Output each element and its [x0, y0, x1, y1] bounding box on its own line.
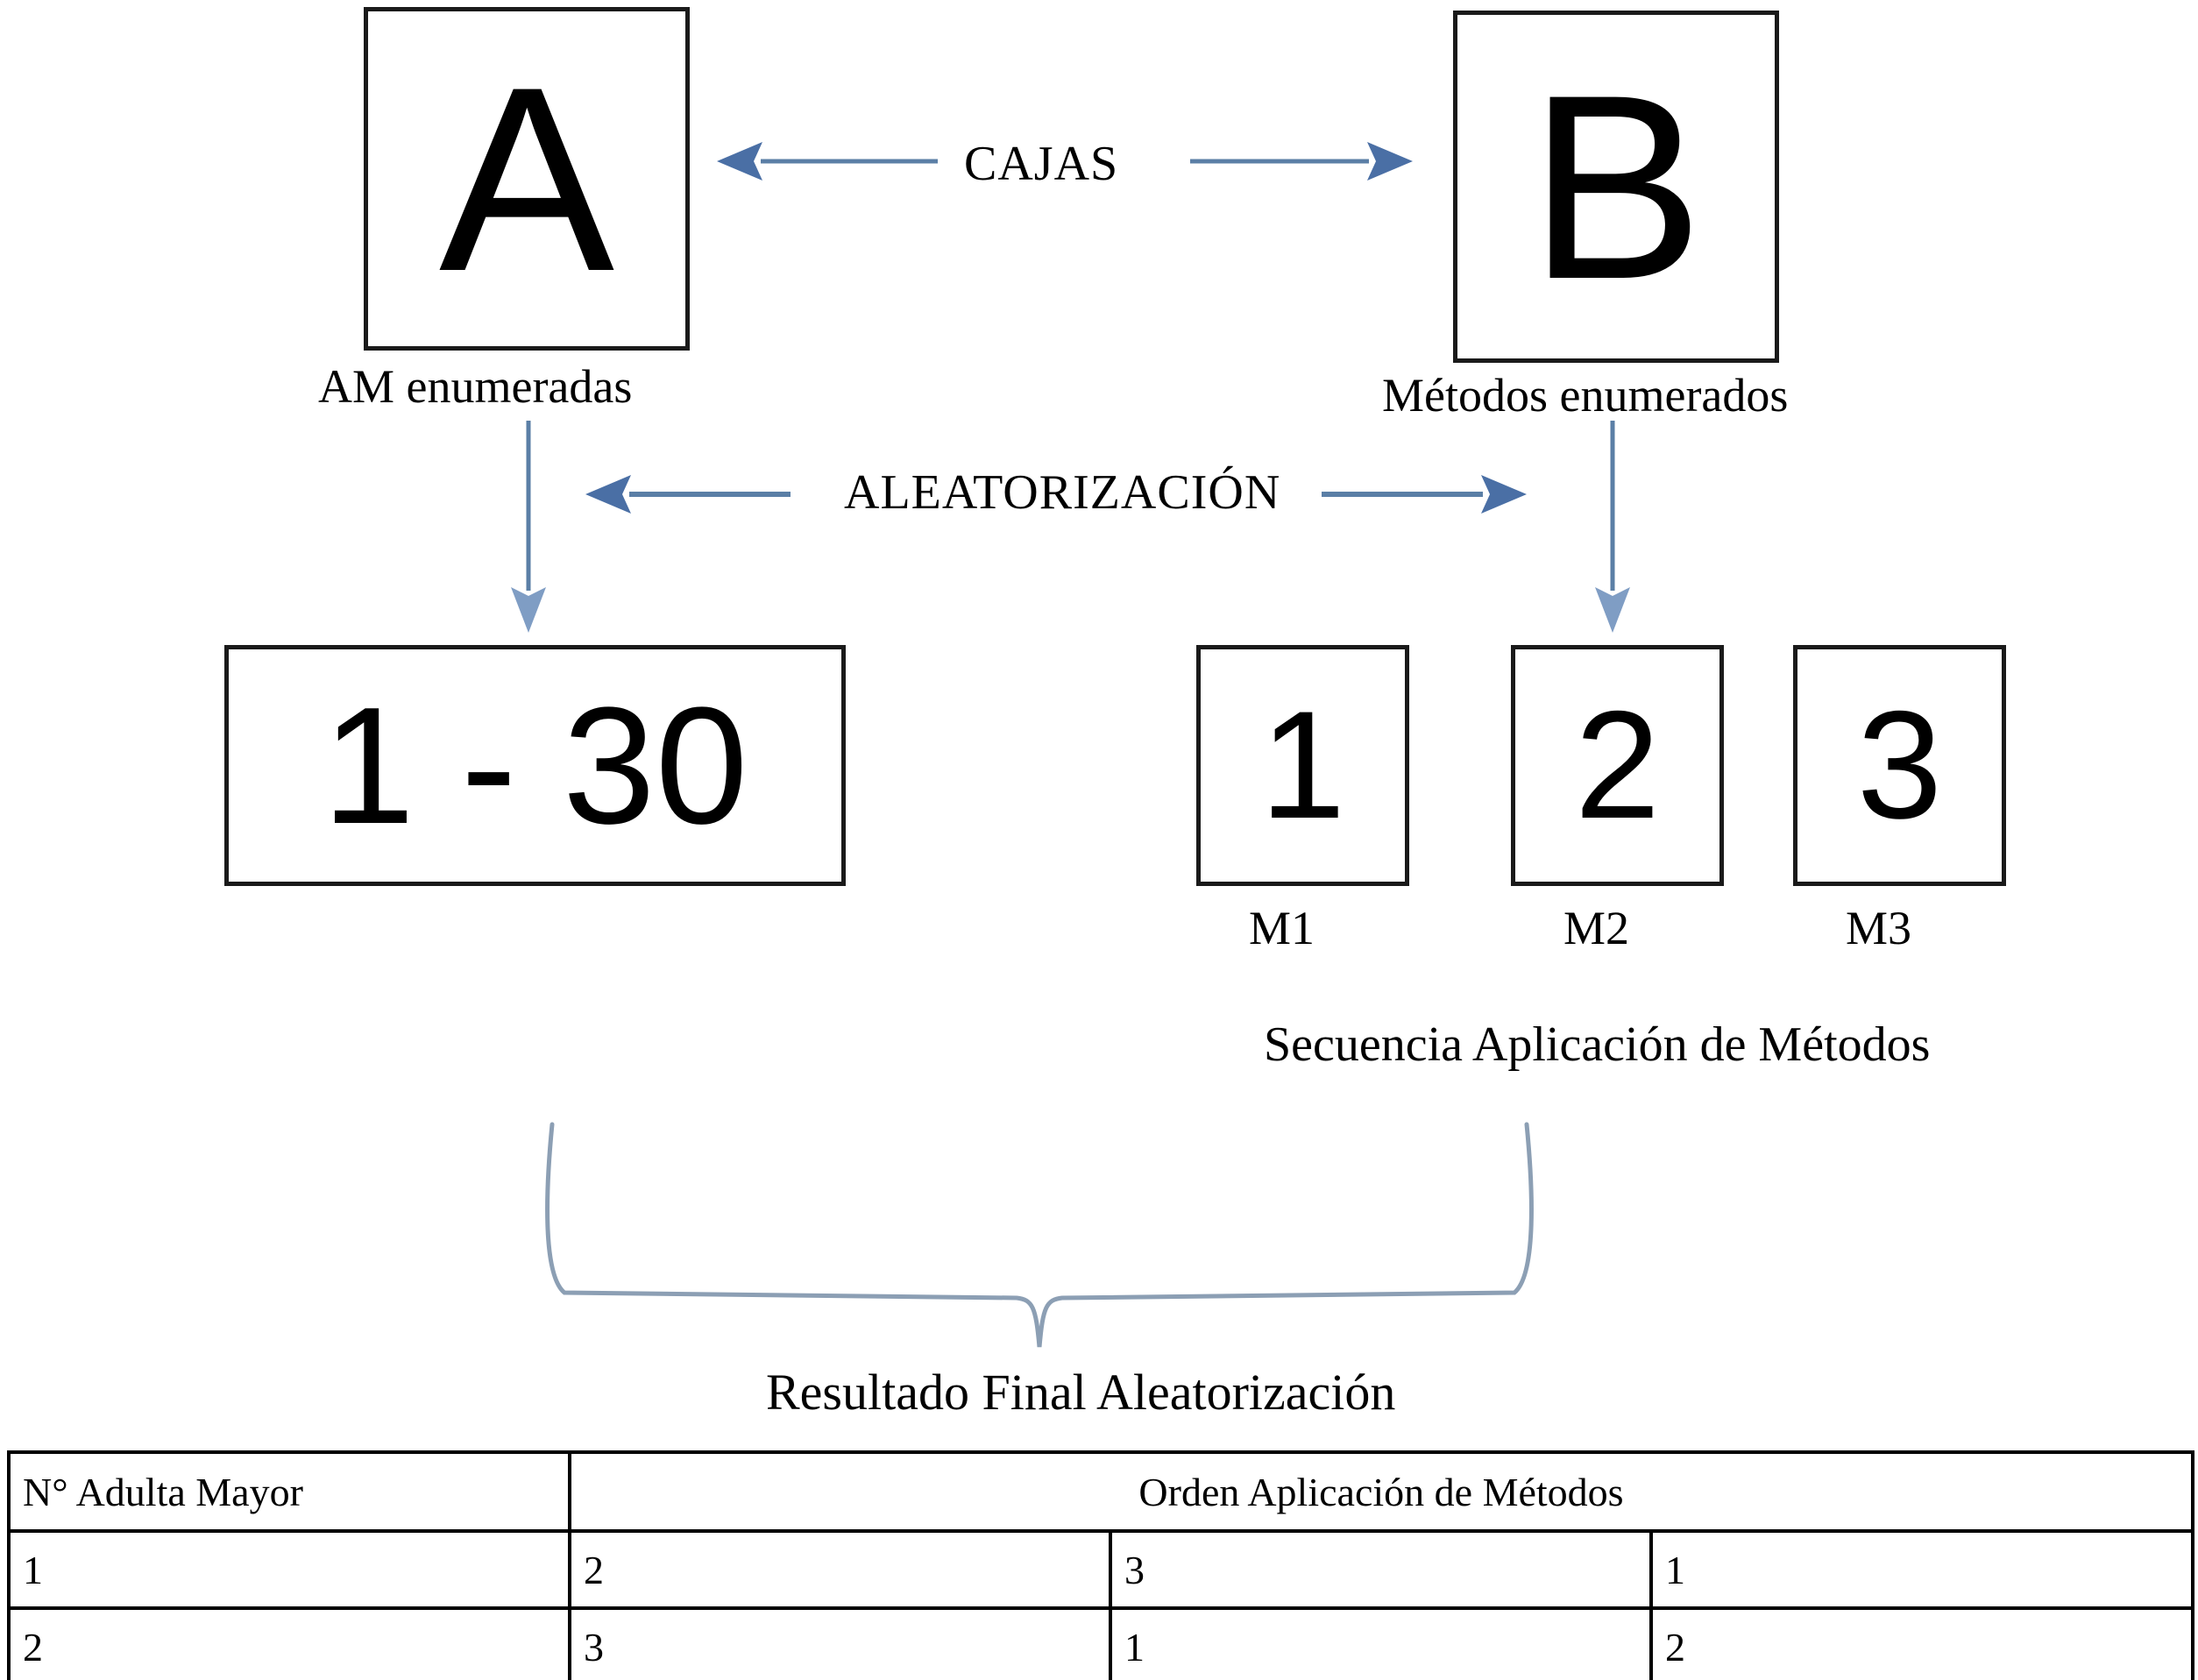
cell-orden-3: 1 [1648, 1529, 2195, 1610]
label-aleatorizacion: ALEATORIZACIÓN [844, 465, 1281, 520]
arrow-aleatorizacion-left [578, 473, 798, 515]
cell-n: 1 [7, 1529, 571, 1610]
box-b-glyph: B [1528, 39, 1705, 334]
box-m3-glyph: 3 [1856, 680, 1943, 851]
cell-n: 2 [7, 1606, 571, 1680]
label-resultado: Resultado Final Aleatorización [766, 1364, 1396, 1421]
table-row: 1 2 3 1 [7, 1529, 2195, 1610]
arrow-aleatorizacion-right [1315, 473, 1534, 515]
cell-orden-2: 1 [1109, 1606, 1653, 1680]
box-m1-glyph: 1 [1259, 680, 1346, 851]
box-range-glyph: 1 - 30 [322, 672, 748, 859]
box-b-caption: Métodos enumerados [1382, 369, 1789, 422]
box-m3: 3 [1793, 645, 2006, 886]
box-range: 1 - 30 [224, 645, 846, 886]
label-secuencia: Secuencia Aplicación de Métodos [1264, 1017, 1931, 1072]
box-m1: 1 [1196, 645, 1409, 886]
arrow-cajas-left [710, 140, 947, 182]
arrow-down-right [1591, 419, 1634, 638]
box-a: A [364, 7, 690, 351]
box-m3-caption: M3 [1846, 902, 1912, 954]
box-m2-glyph: 2 [1574, 680, 1661, 851]
box-b: B [1453, 11, 1779, 363]
cell-orden-2: 3 [1109, 1529, 1653, 1610]
header-n-adulta-mayor: N° Adulta Mayor [7, 1450, 571, 1533]
result-table: N° Adulta Mayor Orden Aplicación de Méto… [7, 1450, 2195, 1680]
cell-orden-1: 2 [568, 1529, 1112, 1610]
arrow-cajas-right [1183, 140, 1420, 182]
label-cajas: CAJAS [964, 137, 1119, 191]
box-m1-caption: M1 [1249, 902, 1315, 954]
box-m2-caption: M2 [1563, 902, 1630, 954]
header-orden-aplicacion: Orden Aplicación de Métodos [567, 1450, 2195, 1533]
arrow-down-left [507, 419, 550, 638]
table-header-row: N° Adulta Mayor Orden Aplicación de Méto… [7, 1450, 2195, 1533]
cell-orden-3: 2 [1648, 1606, 2195, 1680]
box-a-caption: AM enumeradas [318, 360, 633, 413]
box-a-glyph: A [438, 32, 615, 326]
box-m2: 2 [1511, 645, 1724, 886]
table-row: 2 3 1 2 [7, 1606, 2195, 1680]
cell-orden-1: 3 [568, 1606, 1112, 1680]
brace-bottom [526, 1117, 1560, 1354]
